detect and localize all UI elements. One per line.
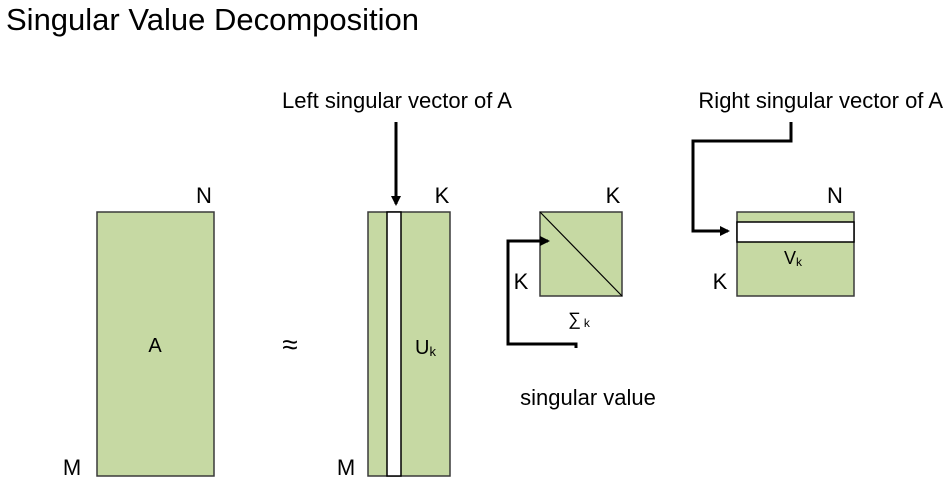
matrix-sigma-rows-label: K	[514, 269, 529, 294]
approx-symbol: ≈	[282, 329, 297, 360]
page-title: Singular Value Decomposition	[6, 2, 419, 37]
matrix-sigma-cols-label: K	[606, 183, 621, 208]
sigma-diagonal	[539, 211, 623, 297]
matrix-u: Uk K M	[337, 183, 451, 480]
matrix-u-cols-label: K	[435, 183, 450, 208]
right-singular-vector-row	[736, 221, 855, 243]
matrix-a-cols-label: N	[196, 183, 212, 208]
singular-value-label: singular value	[520, 385, 656, 410]
singular-value-callout: singular value	[506, 236, 656, 410]
matrix-v-cols-label: N	[827, 183, 843, 208]
left-vector-callout: Left singular vector of A	[282, 88, 512, 206]
left-vector-label: Left singular vector of A	[282, 88, 512, 113]
matrix-u-label: Uk	[415, 337, 436, 359]
right-vector-arrow	[691, 122, 793, 236]
matrix-v-label: Vk	[784, 248, 803, 269]
left-singular-vector-column	[386, 211, 402, 477]
matrix-sigma: K K ∑k	[514, 183, 623, 330]
matrix-u-box	[367, 211, 451, 477]
right-vector-callout: Right singular vector of A	[691, 88, 943, 236]
matrix-v-rows-label: K	[713, 269, 728, 294]
matrix-sigma-label: ∑k	[568, 309, 591, 330]
matrix-v: Vk N K	[713, 183, 855, 297]
right-vector-label: Right singular vector of A	[698, 88, 943, 113]
singular-value-arrow	[506, 236, 578, 348]
matrix-a-rows-label: M	[63, 455, 81, 480]
matrix-a: A N M	[63, 183, 215, 480]
matrix-a-label: A	[148, 335, 162, 357]
matrix-u-rows-label: M	[337, 455, 355, 480]
matrix-a-box	[96, 211, 215, 477]
